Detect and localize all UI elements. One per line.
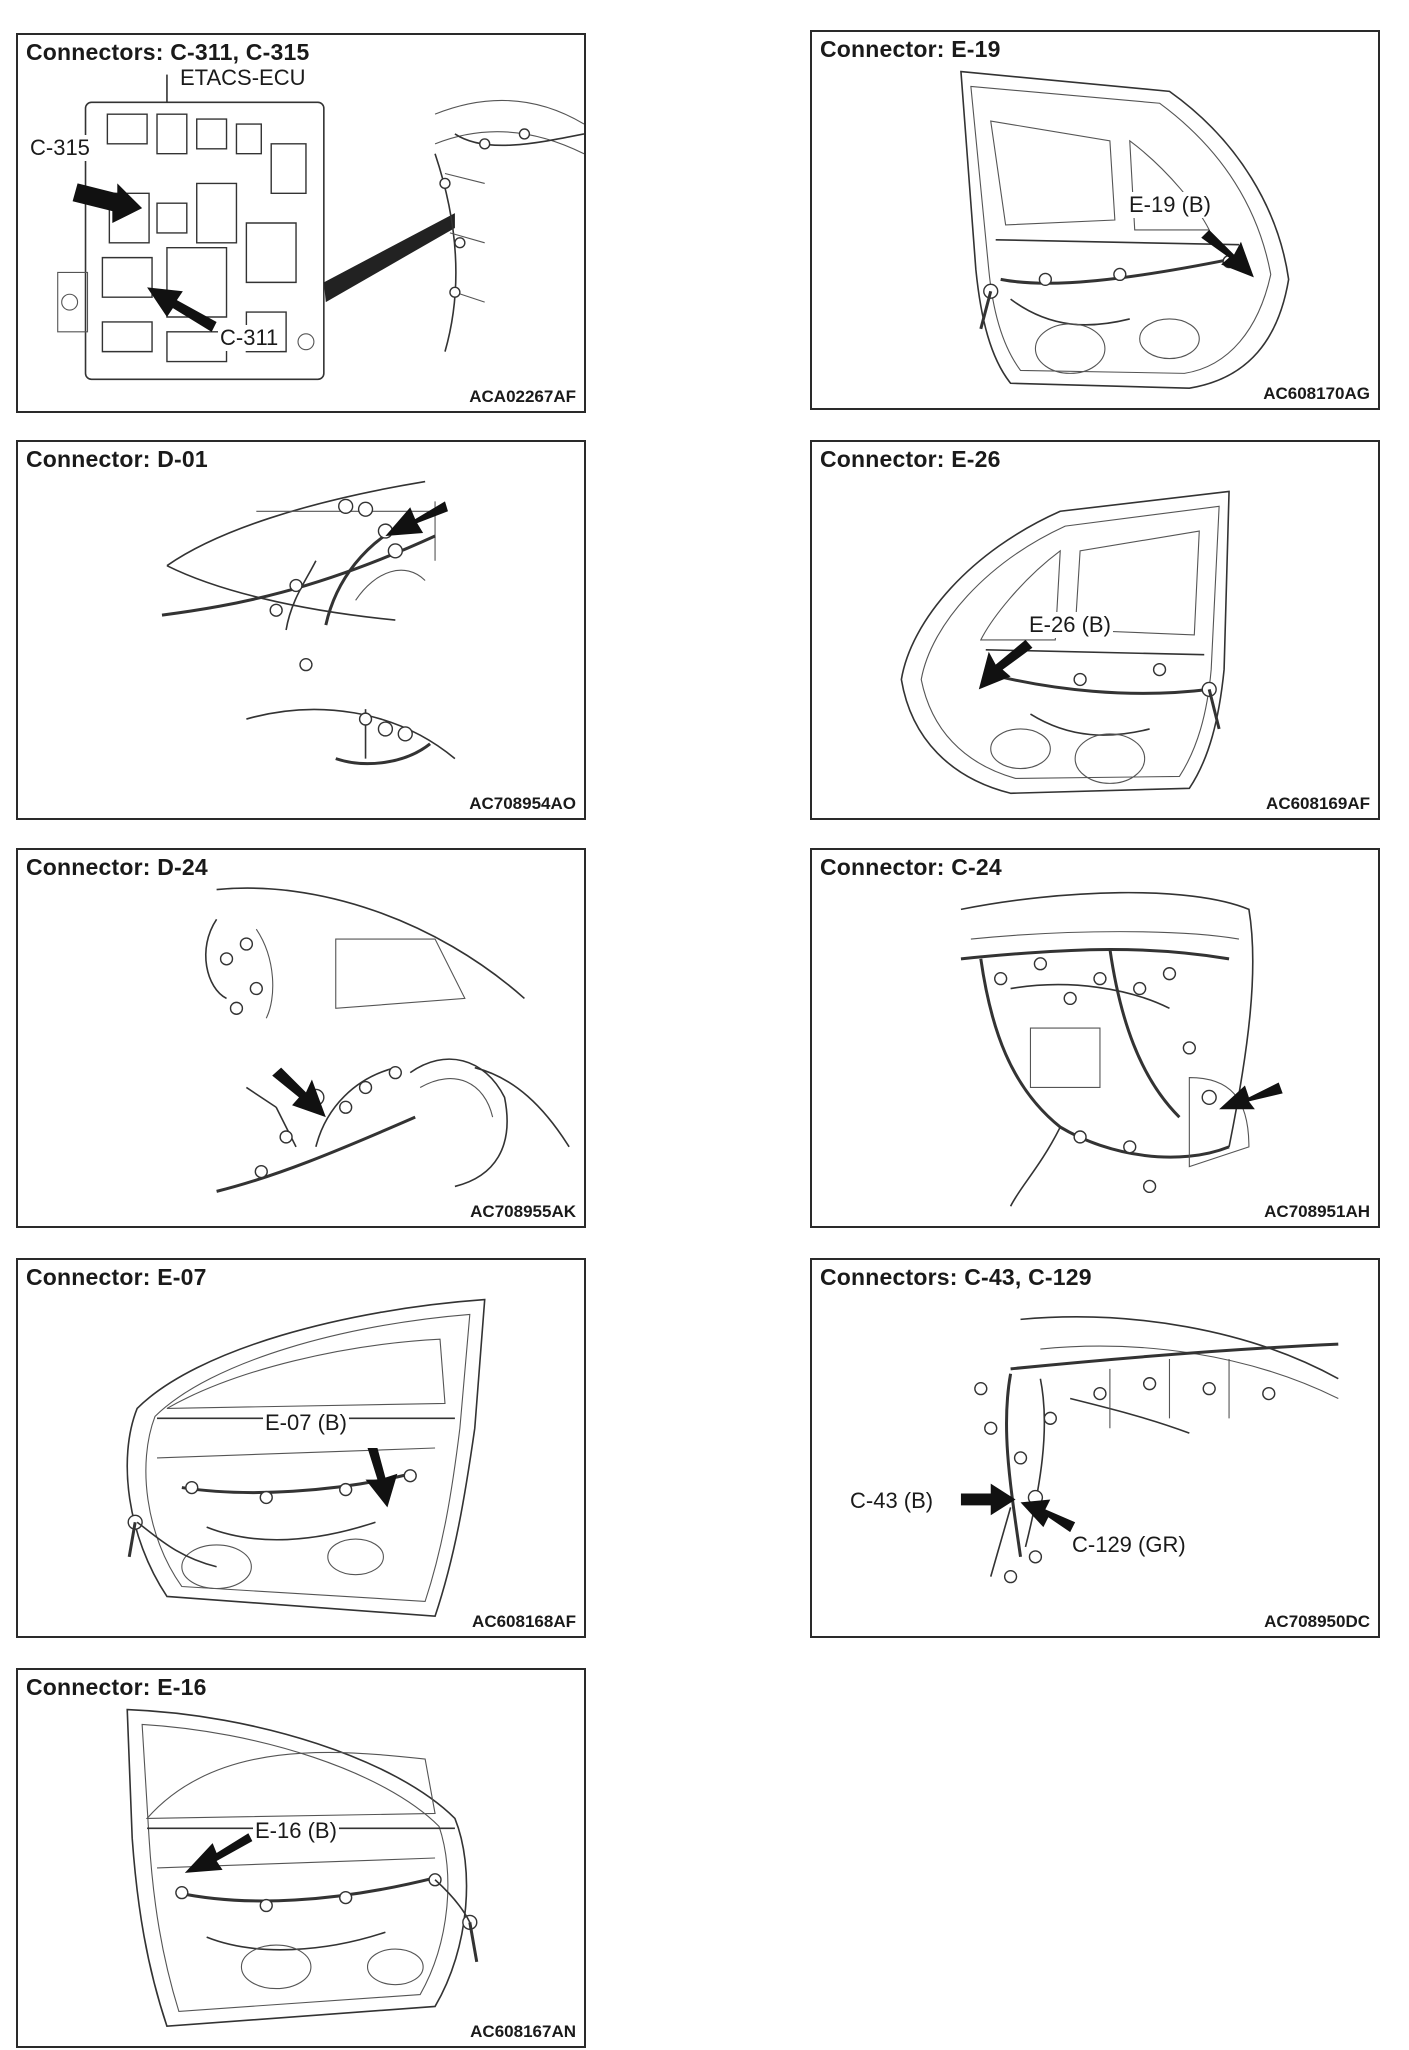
panel-title: Connector: D-24 xyxy=(26,854,212,881)
figure-code: AC708950DC xyxy=(1260,1612,1370,1632)
e16-label: E-16 (B) xyxy=(253,1818,339,1844)
figure-code: AC608167AN xyxy=(466,2022,576,2042)
panel-connector-d01: Connector: D-01 AC708954AO xyxy=(16,440,586,820)
figure-code: AC708954AO xyxy=(465,794,576,814)
e07-label: E-07 (B) xyxy=(263,1410,349,1436)
panel-title: Connector: C-24 xyxy=(820,854,1006,881)
panel-connector-e16: Connector: E-16 E-16 (B) AC608167AN xyxy=(16,1668,586,2048)
panel-connector-c24: Connector: C-24 AC708951AH xyxy=(810,848,1380,1228)
interior-harness-diagram xyxy=(18,442,584,818)
front-door-diagram xyxy=(18,1670,584,2046)
panel-connector-e19: Connector: E-19 E-19 (B) AC608170AG xyxy=(810,30,1380,410)
panel-title: Connectors: C-43, C-129 xyxy=(820,1264,1096,1291)
panel-title: Connector: E-16 xyxy=(26,1674,211,1701)
panel-title: Connector: E-07 xyxy=(26,1264,211,1291)
panel-title: Connector: E-19 xyxy=(820,36,1005,63)
figure-code: ACA02267AF xyxy=(465,387,576,407)
panel-connectors-c311-c315: Connectors: C-311, C-315 ETACS-ECU C-315… xyxy=(16,33,586,413)
instrument-panel-harness-diagram xyxy=(812,850,1283,1226)
panel-connectors-c43-c129: Connectors: C-43, C-129 C-43 (B) C-129 (… xyxy=(810,1258,1380,1638)
panel-connector-d24: Connector: D-24 AC708955AK xyxy=(16,848,586,1228)
c315-label: C-315 xyxy=(28,135,92,161)
c129-label: C-129 (GR) xyxy=(1070,1532,1188,1558)
figure-code: AC608169AF xyxy=(1262,794,1370,814)
rear-quarter-harness-diagram xyxy=(18,850,584,1226)
c43-label: C-43 (B) xyxy=(848,1488,936,1514)
panel-connector-e07: Connector: E-07 E-07 (B) AC608168AF xyxy=(16,1258,586,1638)
figure-code: AC708951AH xyxy=(1260,1202,1370,1222)
panel-connector-e26: Connector: E-26 E-26 (B) AC608169AF xyxy=(810,440,1380,820)
etacs-ecu-label: ETACS-ECU xyxy=(178,65,308,91)
c311-label: C-311 xyxy=(218,325,281,351)
figure-code: AC708955AK xyxy=(466,1202,576,1222)
e26-label: E-26 (B) xyxy=(1027,612,1113,638)
panel-title: Connector: E-26 xyxy=(820,446,1005,473)
panel-title: Connectors: C-311, C-315 xyxy=(26,39,314,66)
rear-door-diagram xyxy=(812,32,1378,408)
figure-code: AC608170AG xyxy=(1259,384,1370,404)
etacs-ecu-diagram xyxy=(18,35,584,411)
instrument-panel-harness-diagram xyxy=(960,1260,1378,1636)
panel-title: Connector: D-01 xyxy=(26,446,212,473)
figure-code: AC608168AF xyxy=(468,1612,576,1632)
e19-label: E-19 (B) xyxy=(1127,192,1213,218)
rear-door-diagram xyxy=(812,442,1378,818)
front-door-diagram xyxy=(18,1260,584,1636)
